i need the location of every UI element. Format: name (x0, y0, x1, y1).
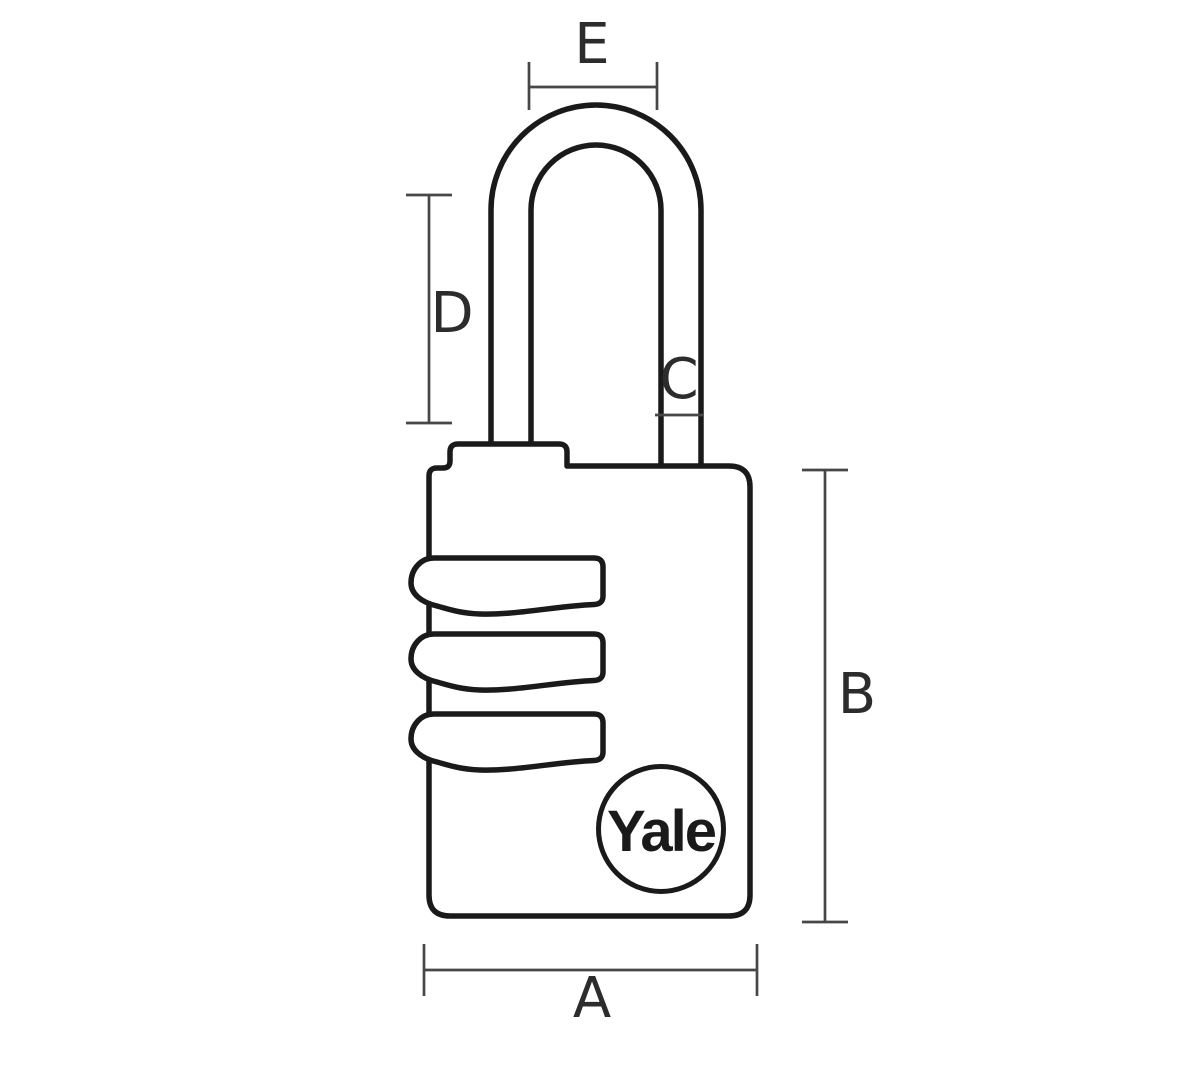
combination-dial-3 (408, 711, 606, 773)
dimension-e-lines (527, 62, 659, 110)
dimension-label-e: E (574, 12, 609, 77)
yale-logo-text: Yale (607, 799, 716, 864)
dimension-b-lines (802, 468, 848, 924)
shackle-outer-line (488, 102, 704, 469)
dimension-label-d: D (430, 281, 473, 346)
dimension-labels: E D C B A (430, 12, 876, 1031)
combination-dial-2 (408, 631, 606, 693)
dimension-label-a: A (573, 966, 611, 1031)
shackle-inner-line (528, 142, 664, 469)
dimension-lines (406, 62, 848, 996)
dimension-d-lines (406, 193, 452, 425)
dimension-label-c: C (659, 347, 698, 412)
combination-dial-1 (408, 555, 606, 617)
dimension-label-b: B (838, 662, 876, 727)
dimension-a-lines (422, 944, 759, 996)
yale-logo-circle (596, 764, 726, 894)
padlock-drawing (408, 102, 753, 919)
